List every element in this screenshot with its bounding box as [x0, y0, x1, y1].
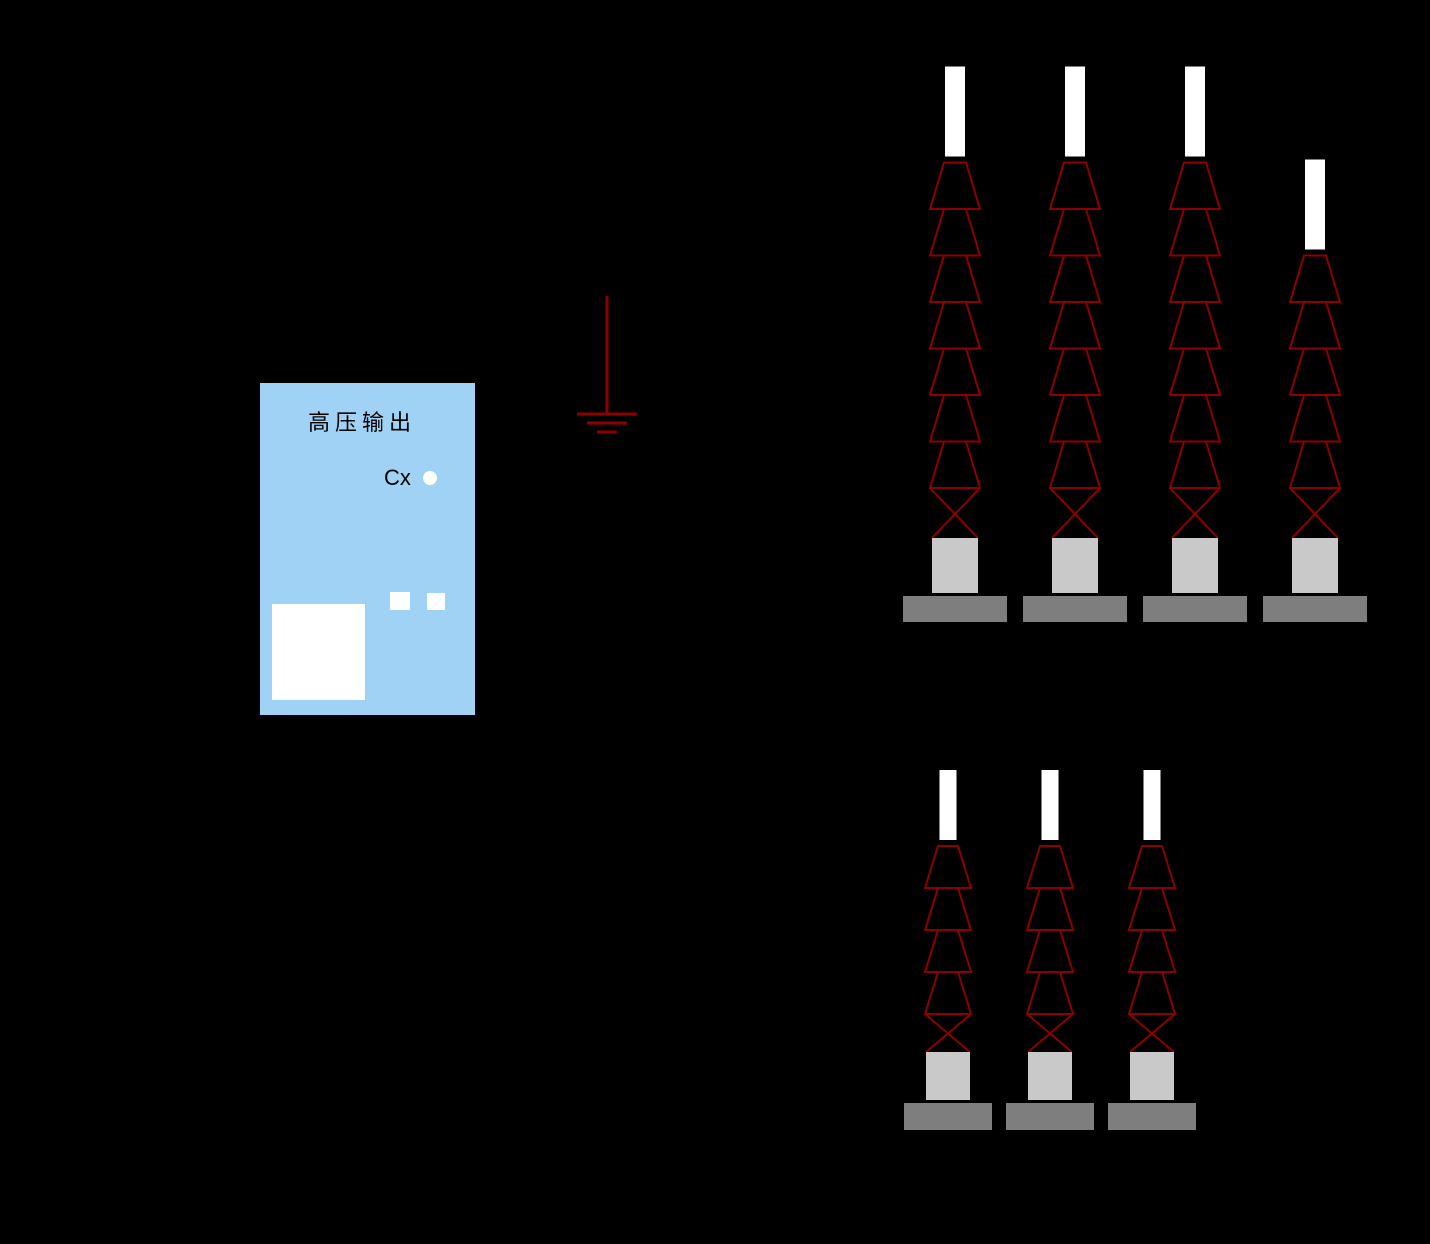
cx-label: Cx: [384, 465, 411, 490]
insulator-rod: [939, 770, 957, 840]
insulator-block: [1052, 538, 1098, 593]
insulator-shed: [923, 845, 973, 889]
insulator-shed: [1168, 440, 1222, 489]
hv-source-device: 高压输出 Cx: [260, 383, 475, 715]
insulator-shed: [1168, 254, 1222, 303]
insulator-shed: [1127, 929, 1177, 973]
insulator-shed: [1048, 440, 1102, 489]
insulator-shed: [923, 929, 973, 973]
insulator-base: [903, 596, 1007, 622]
insulator-neck-line: [1171, 487, 1221, 539]
insulator-shed: [1168, 394, 1222, 443]
insulator-base: [1108, 1103, 1196, 1130]
insulator-shed: [928, 254, 982, 303]
insulator-neck-line: [931, 487, 981, 539]
insulator-shed: [1288, 347, 1342, 396]
insulator-shed: [1048, 301, 1102, 350]
insulator-shed: [1168, 208, 1222, 257]
insulator-shed: [1288, 440, 1342, 489]
insulator-neck-line: [1289, 487, 1339, 539]
insulator-rod: [1305, 159, 1325, 250]
insulator-rod: [1041, 770, 1059, 840]
insulator-shed: [928, 301, 982, 350]
insulator-stack: [1263, 159, 1367, 622]
insulator-block: [1028, 1052, 1072, 1100]
insulator-stack: [1143, 66, 1247, 622]
insulator-shed: [928, 161, 982, 210]
insulator-stack: [904, 770, 992, 1130]
device-terminal-square-2: [427, 593, 445, 610]
insulator-rod: [1143, 770, 1161, 840]
insulator-rod: [1185, 66, 1205, 157]
insulator-neck-line: [1291, 487, 1341, 539]
insulator-stack: [903, 66, 1007, 622]
insulator-shed: [1168, 161, 1222, 210]
insulator-shed: [928, 440, 982, 489]
insulator-shed: [1288, 254, 1342, 303]
insulator-shed: [1127, 971, 1177, 1015]
insulator-neck-line: [1129, 1013, 1176, 1053]
insulator-shed: [1168, 301, 1222, 350]
insulator-stack: [1023, 66, 1127, 622]
insulator-neck-line: [1051, 487, 1101, 539]
insulator-neck-line: [1049, 487, 1099, 539]
insulator-block: [1130, 1052, 1174, 1100]
insulator-base: [904, 1103, 992, 1130]
insulator-base: [1263, 596, 1367, 622]
insulator-shed: [1288, 394, 1342, 443]
insulator-shed: [1168, 347, 1222, 396]
insulator-shed: [923, 971, 973, 1015]
insulator-stack: [1006, 770, 1094, 1130]
cx-terminal-dot: [422, 471, 437, 485]
device-title: 高压输出: [308, 410, 417, 435]
insulator-neck-line: [1027, 1013, 1074, 1053]
insulator-neck-line: [925, 1013, 972, 1053]
insulator-shed: [1025, 845, 1075, 889]
insulator-rod: [945, 66, 965, 157]
insulator-block: [1292, 538, 1338, 593]
insulator-base: [1143, 596, 1247, 622]
insulator-shed: [1025, 971, 1075, 1015]
insulator-shed: [1127, 845, 1177, 889]
insulator-base: [1023, 596, 1127, 622]
insulator-rod: [1065, 66, 1085, 157]
insulator-shed: [1048, 254, 1102, 303]
insulator-shed: [928, 394, 982, 443]
insulator-shed: [928, 208, 982, 257]
insulator-shed: [1048, 347, 1102, 396]
insulator-shed: [928, 347, 982, 396]
insulator-neck-line: [1169, 487, 1219, 539]
insulator-shed: [1025, 929, 1075, 973]
insulator-shed: [1288, 301, 1342, 350]
insulator-shed: [1048, 394, 1102, 443]
insulator-shed: [1127, 887, 1177, 931]
insulator-shed: [1048, 208, 1102, 257]
insulator-stack: [1108, 770, 1196, 1130]
insulator-shed: [1048, 161, 1102, 210]
insulator-block: [932, 538, 978, 593]
insulator-shed: [1025, 887, 1075, 931]
cx-terminal-row: Cx: [384, 465, 437, 491]
device-terminal-square-1: [390, 592, 410, 610]
insulator-block: [926, 1052, 970, 1100]
insulator-shed: [923, 887, 973, 931]
insulator-neck-line: [929, 487, 979, 539]
insulator-base: [1006, 1103, 1094, 1130]
insulator-block: [1172, 538, 1218, 593]
device-panel-window: [272, 604, 365, 700]
ground-symbol: [577, 296, 637, 434]
